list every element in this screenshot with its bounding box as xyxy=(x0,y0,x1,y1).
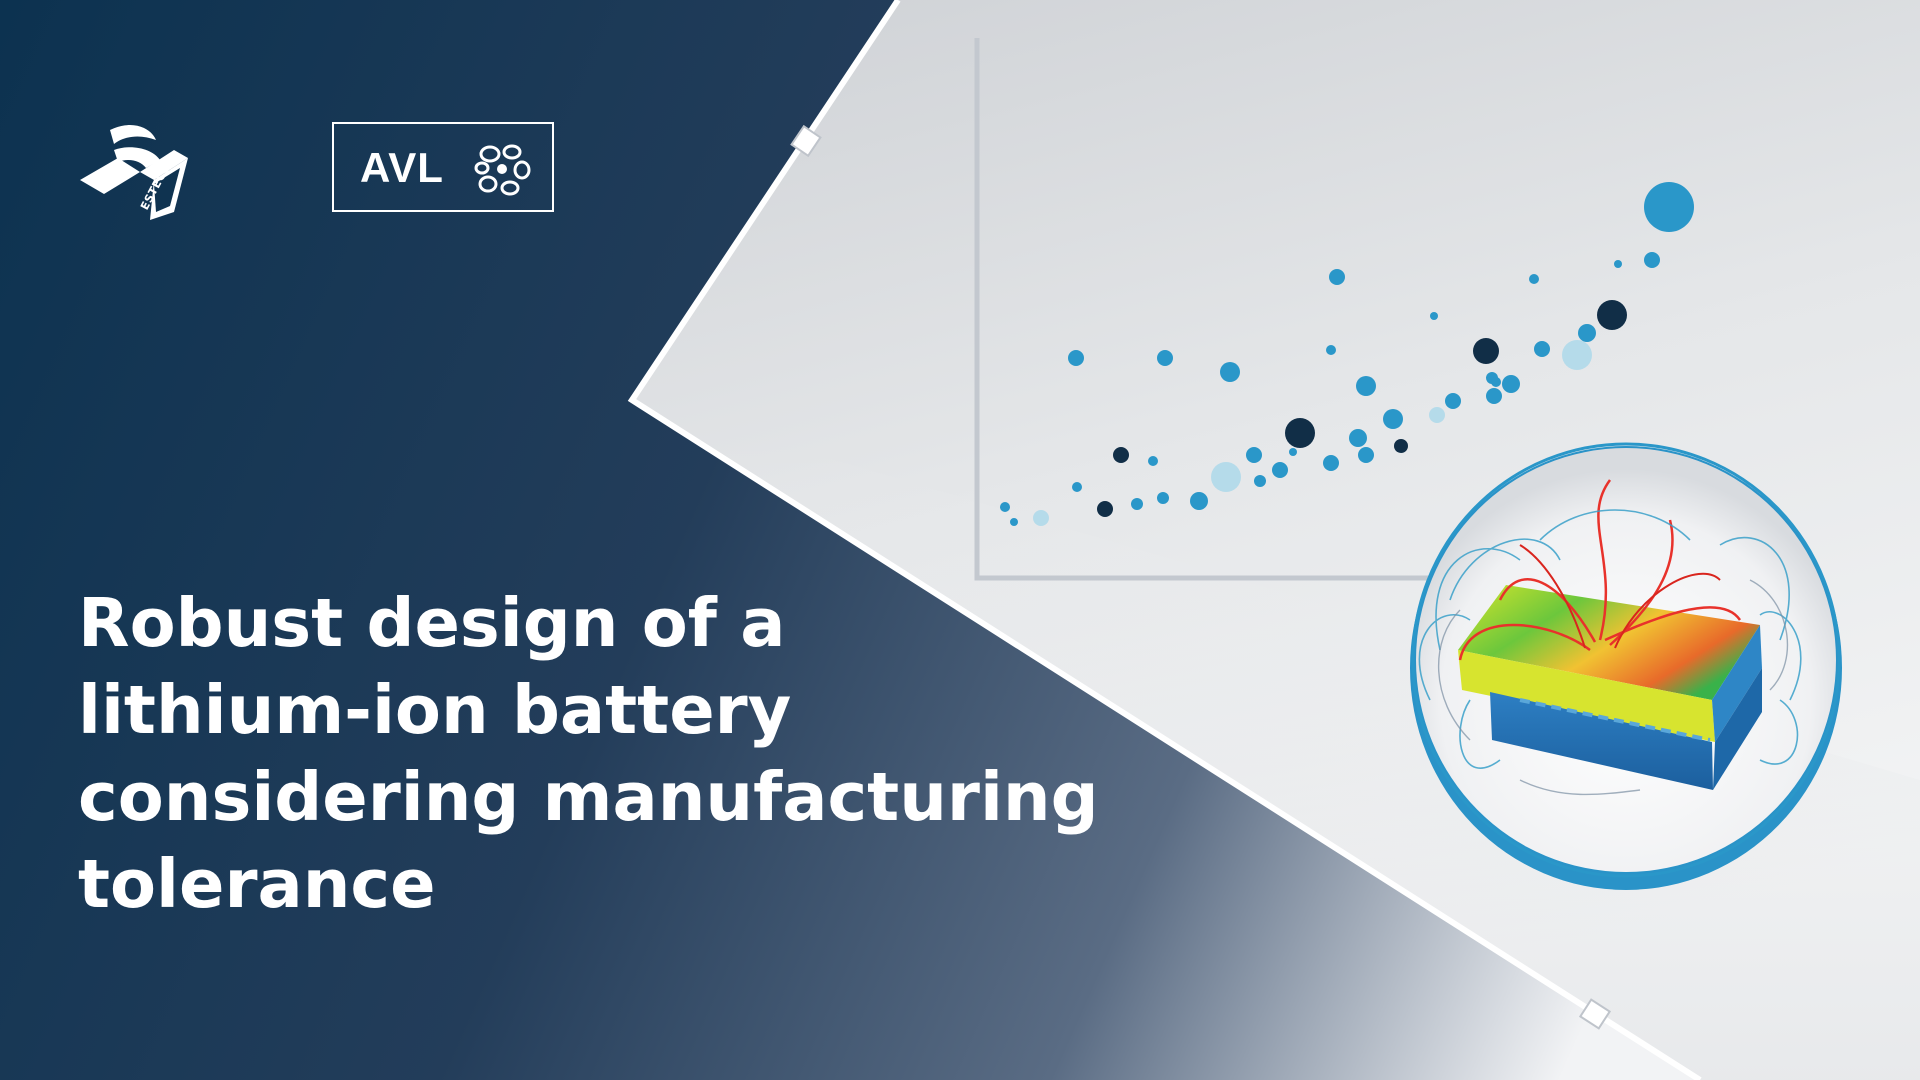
bubble xyxy=(1383,409,1403,429)
bubble xyxy=(1190,492,1208,510)
bubble xyxy=(1502,375,1520,393)
scatter-bubbles xyxy=(1000,182,1694,526)
bubble xyxy=(1491,377,1501,387)
bubble xyxy=(1033,510,1049,526)
title-line-3: considering manufacturing xyxy=(78,758,1099,836)
bubble xyxy=(1113,447,1129,463)
frame-clip-top xyxy=(790,124,822,158)
bubble xyxy=(1285,418,1315,448)
bubble xyxy=(1157,350,1173,366)
bubble xyxy=(1349,429,1367,447)
bubble xyxy=(1131,498,1143,510)
bubble xyxy=(1445,393,1461,409)
frame-clip-bottom xyxy=(1578,998,1612,1030)
avl-wordmark: AVL xyxy=(360,144,444,191)
bubble xyxy=(1578,324,1596,342)
bubble xyxy=(1486,388,1502,404)
bubble xyxy=(1000,502,1010,512)
bubble xyxy=(1072,482,1082,492)
bubble xyxy=(1068,350,1084,366)
avl-hub-mark-icon xyxy=(474,144,531,196)
bubble xyxy=(1394,439,1408,453)
bubble xyxy=(1473,338,1499,364)
bubble xyxy=(1289,448,1297,456)
bubble xyxy=(1220,362,1240,382)
bubble xyxy=(1534,341,1550,357)
title-line-2: lithium-ion battery xyxy=(78,671,792,749)
bubble xyxy=(1614,260,1622,268)
plot-axes xyxy=(974,38,1460,581)
bubble xyxy=(1246,447,1262,463)
bubble xyxy=(1211,462,1241,492)
bubble xyxy=(1272,462,1288,478)
bubble xyxy=(1323,455,1339,471)
bubble xyxy=(1157,492,1169,504)
bubble xyxy=(1254,475,1266,487)
bubble xyxy=(1597,300,1627,330)
bubble xyxy=(1644,182,1694,232)
esteco-logo[interactable]: ESTECO xyxy=(70,120,200,230)
title-line-4: tolerance xyxy=(78,845,436,923)
bubble xyxy=(1097,501,1113,517)
bubble xyxy=(1430,312,1438,320)
bubble xyxy=(1562,340,1592,370)
avl-logo[interactable]: AVL xyxy=(332,122,554,212)
bubble xyxy=(1358,447,1374,463)
esteco-logo-icon xyxy=(80,125,188,220)
panel-shade xyxy=(632,400,1920,1080)
bubble xyxy=(1010,518,1018,526)
bubble xyxy=(1429,407,1445,423)
battery-disc xyxy=(1410,442,1842,890)
page-title: Robust design of a lithium-ion battery c… xyxy=(78,580,1099,928)
bubble xyxy=(1148,456,1158,466)
title-line-1: Robust design of a xyxy=(78,584,786,662)
bubble xyxy=(1529,274,1539,284)
battery-thermal-simulation-icon xyxy=(1418,479,1802,796)
bubble xyxy=(1356,376,1376,396)
bubble xyxy=(1329,269,1345,285)
bubble xyxy=(1644,252,1660,268)
bubble xyxy=(1326,345,1336,355)
